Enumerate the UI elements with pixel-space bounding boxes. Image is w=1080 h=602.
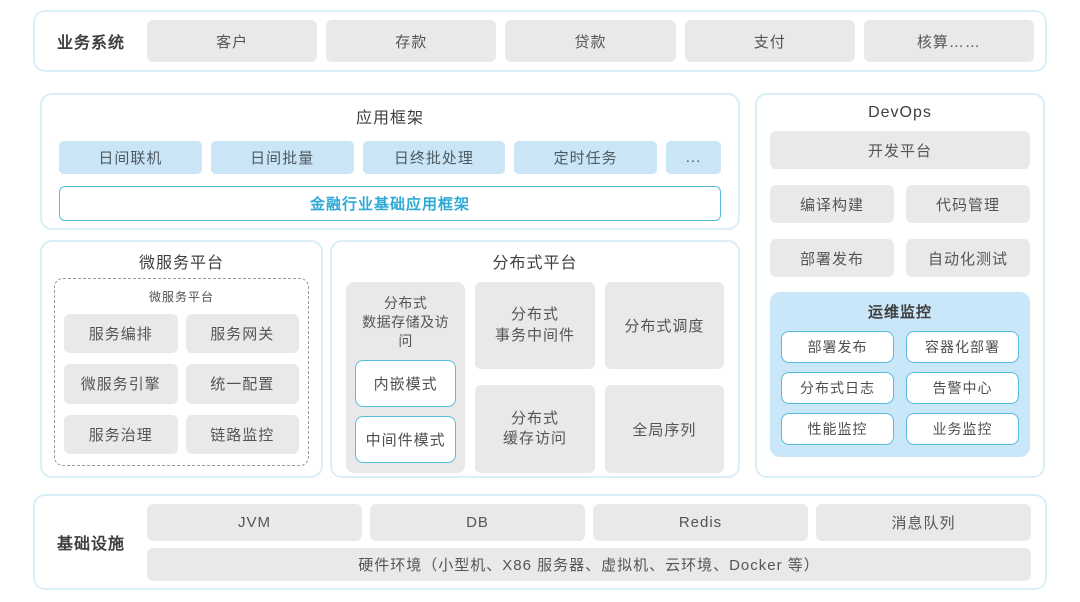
ms-item-microservice-engine: 微服务引擎	[64, 364, 178, 404]
app-framework-title: 应用框架	[355, 110, 424, 127]
ms-item-unified-config: 统一配置	[185, 364, 299, 404]
dist-cell-transaction-middleware: 分布式 事务中间件	[475, 282, 595, 370]
infra-item-jvm: JVM	[147, 503, 362, 541]
af-item-eod-batch: 日终批处理	[362, 141, 506, 174]
infrastructure-bar: 基础设施 JVM DB Redis 消息队列 硬件环境（小型机、X86 服务器、…	[33, 494, 1047, 590]
ms-item-service-orchestration: 服务编排	[64, 314, 178, 354]
distributed-storage-cell: 分布式 数据存储及访问 内嵌模式 中间件模式	[346, 282, 466, 473]
infra-item-message-queue: 消息队列	[816, 503, 1031, 541]
monitor-item-alert-center: 告警中心	[906, 372, 1019, 404]
devops-tool-code-management: 代码管理	[906, 185, 1030, 223]
devops-tool-automated-testing: 自动化测试	[906, 239, 1030, 277]
af-item-daytime-online: 日间联机	[59, 141, 202, 174]
microservice-platform-panel: 微服务平台 微服务平台 服务编排 服务网关 微服务引擎 统一配置 服务治理 链路…	[40, 240, 323, 478]
monitor-item-containerized-deploy: 容器化部署	[906, 331, 1019, 363]
devops-dev-platform: 开发平台	[770, 131, 1030, 169]
ms-item-service-governance: 服务治理	[64, 414, 178, 454]
infra-hardware-environment: 硬件环境（小型机、X86 服务器、虚拟机、云环境、Docker 等）	[147, 547, 1031, 581]
distributed-storage-title: 分布式 数据存储及访问	[362, 295, 450, 349]
microservice-grid: 服务编排 服务网关 微服务引擎 统一配置 服务治理 链路监控	[64, 314, 299, 454]
distributed-platform-panel: 分布式平台 分布式 数据存储及访问 内嵌模式 中间件模式 分布式 事务中间件 分…	[330, 240, 740, 478]
business-item-accounting: 核算……	[863, 20, 1035, 62]
microservice-platform-title: 微服务平台	[138, 255, 224, 272]
devops-tools-grid: 编译构建 代码管理 部署发布 自动化测试	[770, 185, 1030, 277]
business-item-payment: 支付	[684, 20, 855, 62]
financial-base-framework-box: 金融行业基础应用框架	[59, 186, 721, 221]
ops-monitoring-title: 运维监控	[867, 304, 932, 321]
infra-item-db: DB	[370, 503, 585, 541]
devops-panel: DevOps 开发平台 编译构建 代码管理 部署发布 自动化测试 运维监控 部署…	[755, 93, 1045, 478]
monitor-item-performance-monitoring: 性能监控	[781, 413, 894, 445]
dist-cell-global-sequence: 全局序列	[604, 385, 724, 473]
dist-cell-scheduling: 分布式调度	[604, 282, 724, 370]
business-items-row: 客户 存款 贷款 支付 核算……	[147, 20, 1035, 62]
dist-cell-cache-access: 分布式 缓存访问	[475, 385, 595, 473]
microservice-inner-box: 微服务平台 服务编排 服务网关 微服务引擎 统一配置 服务治理 链路监控	[54, 278, 309, 466]
monitor-item-distributed-logs: 分布式日志	[781, 372, 894, 404]
af-item-daytime-batch: 日间批量	[210, 141, 354, 174]
app-framework-row: 日间联机 日间批量 日终批处理 定时任务 ...	[59, 141, 721, 174]
app-framework-panel: 应用框架 日间联机 日间批量 日终批处理 定时任务 ... 金融行业基础应用框架	[40, 93, 740, 230]
ops-monitoring-grid: 部署发布 容器化部署 分布式日志 告警中心 性能监控 业务监控	[781, 331, 1019, 445]
devops-tool-build: 编译构建	[770, 185, 894, 223]
monitor-item-deploy-release: 部署发布	[781, 331, 894, 363]
devops-tool-deploy-release: 部署发布	[770, 239, 894, 277]
monitor-item-business-monitoring: 业务监控	[906, 413, 1019, 445]
distributed-platform-title: 分布式平台	[492, 255, 578, 272]
af-item-more: ...	[666, 141, 721, 174]
business-item-loan: 贷款	[505, 20, 676, 62]
storage-mode-middleware: 中间件模式	[355, 415, 457, 463]
af-item-scheduled-task: 定时任务	[514, 141, 657, 174]
business-item-deposit: 存款	[326, 20, 497, 62]
ms-item-service-gateway: 服务网关	[185, 314, 299, 354]
ops-monitoring-panel: 运维监控 部署发布 容器化部署 分布式日志 告警中心 性能监控 业务监控	[770, 292, 1030, 457]
business-systems-bar: 业务系统 客户 存款 贷款 支付 核算……	[33, 10, 1047, 72]
infra-item-redis: Redis	[593, 503, 808, 541]
storage-mode-embedded: 内嵌模式	[355, 359, 457, 407]
microservice-inner-title: 微服务平台	[148, 290, 214, 304]
devops-title: DevOps	[868, 104, 932, 121]
ms-item-trace-monitoring: 链路监控	[185, 414, 299, 454]
infrastructure-content: JVM DB Redis 消息队列 硬件环境（小型机、X86 服务器、虚拟机、云…	[147, 503, 1031, 581]
business-item-customer: 客户	[147, 20, 318, 62]
business-systems-label: 业务系统	[56, 35, 125, 52]
distributed-grid: 分布式 数据存储及访问 内嵌模式 中间件模式 分布式 事务中间件 分布式调度 分…	[346, 282, 724, 473]
infrastructure-label: 基础设施	[56, 536, 125, 553]
infrastructure-row: JVM DB Redis 消息队列	[147, 503, 1031, 541]
